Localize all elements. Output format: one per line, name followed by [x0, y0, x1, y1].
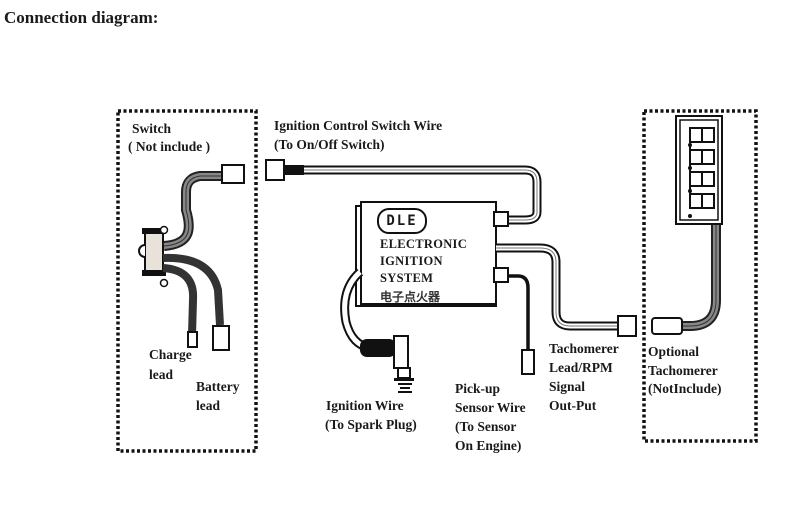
switch-connector	[221, 164, 245, 184]
tach-lead-label-2: Lead/RPM	[549, 360, 613, 375]
battery-lead-label-1: Battery	[196, 379, 240, 394]
ignition-wire-label-2: (To Spark Plug)	[325, 417, 417, 432]
optional-tach-label-1: Optional	[648, 344, 700, 359]
optional-tach-label-3: (NotInclude)	[648, 381, 722, 396]
charge-lead-label-1: Charge	[149, 347, 192, 362]
module-port-bottom	[493, 267, 509, 283]
tachometer-display-icon	[675, 115, 723, 225]
switch-label: Switch	[132, 121, 172, 136]
switch-dashed-box	[116, 109, 258, 453]
module-text-system: SYSTEM	[380, 271, 434, 285]
ignition-wire-label-1: Ignition Wire	[326, 398, 404, 413]
pickup-label-4: On Engine)	[455, 438, 522, 453]
optional-tach-label-2: Tachomerer	[648, 363, 718, 378]
tach-lead-label-4: Out-Put	[549, 398, 597, 413]
module-text-chinese: 电子点火器	[380, 290, 441, 304]
switch-wire-bundle	[163, 171, 222, 251]
dle-logo: DLE	[377, 208, 427, 234]
module-text-ignition: IGNITION	[380, 254, 443, 268]
ignition-control-label-1: Ignition Control Switch Wire	[274, 118, 443, 133]
tach-lead-label-1: Tachomerer	[549, 341, 619, 356]
switch-not-included-label: ( Not include )	[128, 139, 211, 154]
charge-lead-label-2: lead	[149, 367, 174, 382]
battery-lead-label-2: lead	[196, 398, 221, 413]
tach-lead-label-3: Signal	[549, 379, 586, 394]
pickup-label-3: (To Sensor	[455, 419, 517, 434]
tachometer-dashed-box	[642, 109, 758, 443]
pickup-label-2: Sensor Wire	[455, 400, 526, 415]
diagram-title: Connection diagram:	[4, 8, 159, 27]
ignition-control-label-2: (To On/Off Switch)	[274, 137, 385, 152]
ignition-control-connector	[265, 159, 285, 181]
pickup-label-1: Pick-up	[455, 381, 501, 396]
pickup-sensor-connector	[521, 349, 535, 375]
module-text-electronic: ELECTRONIC	[380, 237, 468, 251]
charge-lead-wire	[162, 264, 198, 336]
battery-lead-wire	[162, 253, 224, 326]
battery-lead-connector	[212, 325, 230, 351]
toggle-switch-icon	[138, 225, 169, 288]
tachometer-wire-bundle	[682, 225, 721, 331]
pickup-sensor-wire	[508, 274, 530, 350]
tach-lead-connector	[617, 315, 637, 337]
tachometer-connector	[651, 317, 683, 335]
charge-lead-connector	[187, 331, 198, 348]
module-port-top	[493, 211, 509, 227]
spark-plug-cap-icon	[393, 335, 414, 393]
